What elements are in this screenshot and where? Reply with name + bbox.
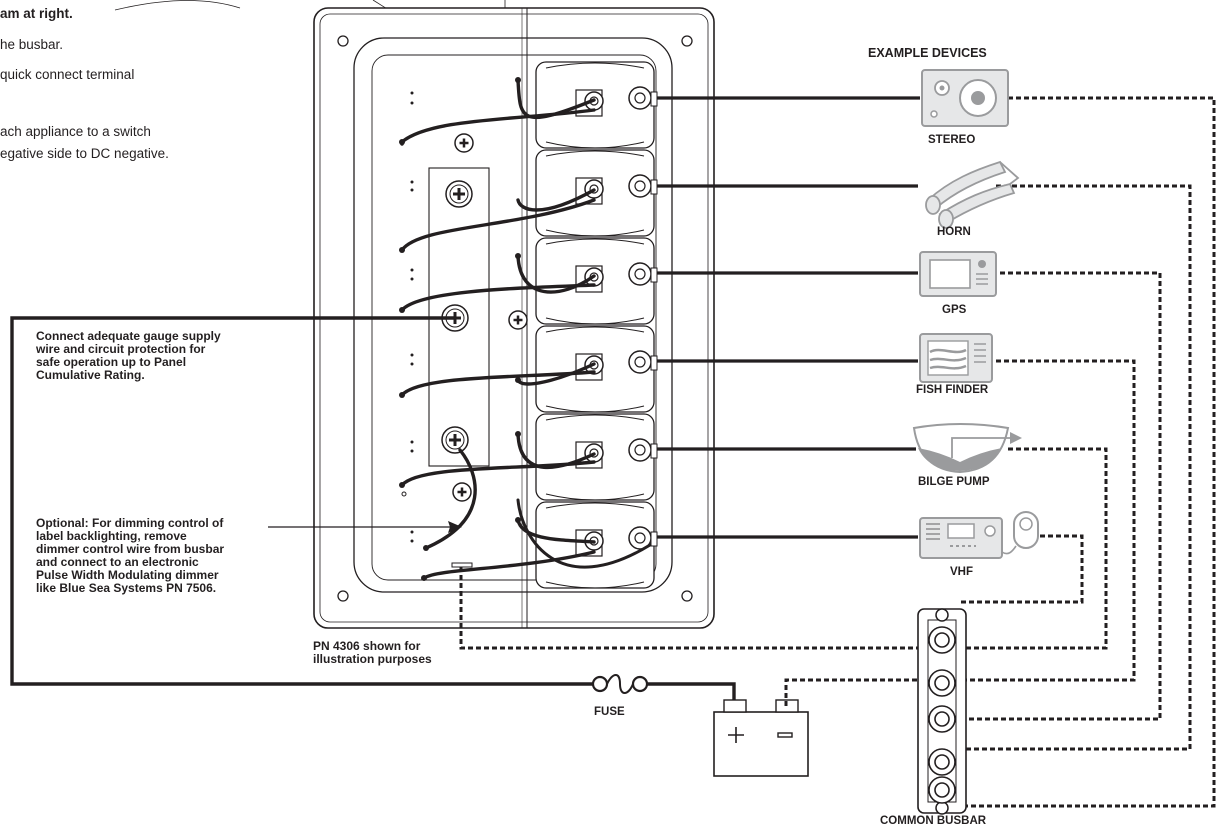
device-label-bilge-pump: BILGE PUMP: [918, 476, 990, 488]
mount-hole-icon: [337, 590, 349, 602]
dimming-note-line: and connect to an electronic: [36, 555, 199, 569]
supply-note-line: safe operation up to Panel: [36, 355, 187, 369]
rocker-switch-icon: [535, 237, 658, 325]
bilge-pump-icon: [912, 423, 1022, 474]
dimming-note-line: dimmer control wire from busbar: [36, 542, 225, 556]
fuse-label: FUSE: [594, 706, 625, 718]
pn-note-line: PN 4306 shown for: [313, 639, 421, 653]
dimming-note: Optional: For dimming control of label b…: [36, 517, 224, 595]
rocker-switch-icon: [535, 149, 658, 237]
supply-note-line: wire and circuit protection for: [36, 342, 206, 356]
dimming-note-line: Pulse Width Modulating dimmer: [36, 568, 219, 582]
positive-supply-wire: [10, 316, 594, 686]
supply-note-line: Cumulative Rating.: [36, 368, 145, 382]
screw-icon: [453, 132, 475, 154]
stereo-icon: [921, 69, 1009, 127]
instructions-line-4: egative side to DC negative.: [0, 146, 169, 161]
fuse-icon: [591, 674, 649, 694]
gps-icon: [919, 251, 997, 297]
device-label-horn: HORN: [937, 226, 971, 238]
fuse-to-battery-wire: [647, 682, 736, 704]
rocker-switch-icon: [535, 325, 658, 413]
mount-hole-icon: [681, 590, 693, 602]
screw-icon: [440, 425, 470, 455]
screw-icon: [444, 179, 474, 209]
dimming-note-line: Optional: For dimming control of: [36, 516, 224, 530]
instructions-heading: am at right.: [0, 6, 73, 21]
dimming-note-line: like Blue Sea Systems PN 7506.: [36, 581, 217, 595]
rocker-switch-icon: [535, 61, 658, 149]
arrow-icon: [448, 521, 462, 533]
negative-wires: [459, 96, 1216, 808]
example-devices-heading: EXAMPLE DEVICES: [868, 46, 987, 60]
dimming-note-line: label backlighting, remove: [36, 529, 187, 543]
mount-hole-icon: [337, 35, 349, 47]
horn-icon: [925, 160, 1020, 229]
pn-note-line: illustration purposes: [313, 652, 432, 666]
common-busbar-icon: [917, 608, 967, 815]
device-label-stereo: STEREO: [928, 134, 976, 146]
screw-icon: [507, 309, 529, 331]
battery-icon: [713, 699, 809, 777]
supply-note-line: Connect adequate gauge supply: [36, 329, 221, 343]
rocker-switch-icon: [535, 413, 658, 501]
device-label-gps: GPS: [942, 304, 967, 316]
cropped-callout-curve: [114, 0, 241, 11]
screw-icon: [451, 481, 473, 503]
device-label-fish-finder: FISH FINDER: [916, 384, 989, 396]
instructions-line-2: quick connect terminal: [0, 67, 135, 82]
vhf-icon: [919, 511, 1039, 559]
rocker-switch-icon: [535, 501, 658, 589]
switch-output-wires: [657, 96, 920, 539]
instructions-line-1: he busbar.: [0, 37, 64, 52]
supply-note: Connect adequate gauge supply wire and c…: [36, 330, 221, 382]
device-label-vhf: VHF: [950, 566, 973, 578]
fish-finder-icon: [919, 333, 993, 383]
panel-internal-wires: [400, 78, 596, 580]
common-busbar-label: COMMON BUSBAR: [880, 815, 987, 827]
instructions-line-3: ach appliance to a switch: [0, 124, 151, 139]
pn-note: PN 4306 shown for illustration purposes: [313, 640, 432, 666]
mount-hole-icon: [681, 35, 693, 47]
